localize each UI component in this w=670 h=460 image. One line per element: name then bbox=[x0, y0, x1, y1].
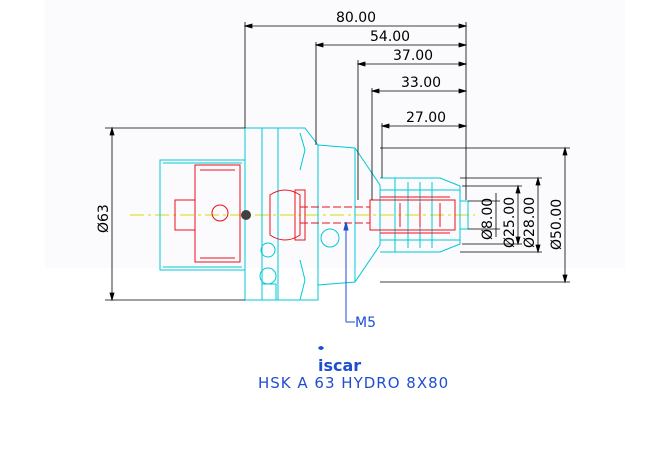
iscar-logo: iscar bbox=[318, 346, 361, 375]
internal-features bbox=[174, 164, 456, 263]
thread-callout: M5 bbox=[355, 315, 376, 331]
dim-80: 80.00 bbox=[336, 10, 376, 26]
dim-dia-8: Ø8.00 bbox=[480, 198, 496, 240]
tool-caption: HSK A 63 HYDRO 8X80 bbox=[258, 374, 449, 392]
svg-text:iscar: iscar bbox=[318, 356, 361, 375]
dim-27: 27.00 bbox=[406, 110, 446, 126]
center-mark bbox=[241, 210, 251, 220]
dim-54: 54.00 bbox=[370, 29, 410, 45]
dim-dia-25: Ø25.00 bbox=[502, 197, 518, 248]
dim-33: 33.00 bbox=[401, 75, 441, 91]
dim-dia-28: Ø28.00 bbox=[522, 197, 538, 248]
thread-leader bbox=[343, 221, 355, 323]
dim-dia-63: Ø63 bbox=[96, 204, 112, 233]
dim-dia-50: Ø50.00 bbox=[549, 199, 565, 250]
dim-37: 37.00 bbox=[393, 48, 433, 64]
dimension-lines bbox=[105, 22, 570, 302]
